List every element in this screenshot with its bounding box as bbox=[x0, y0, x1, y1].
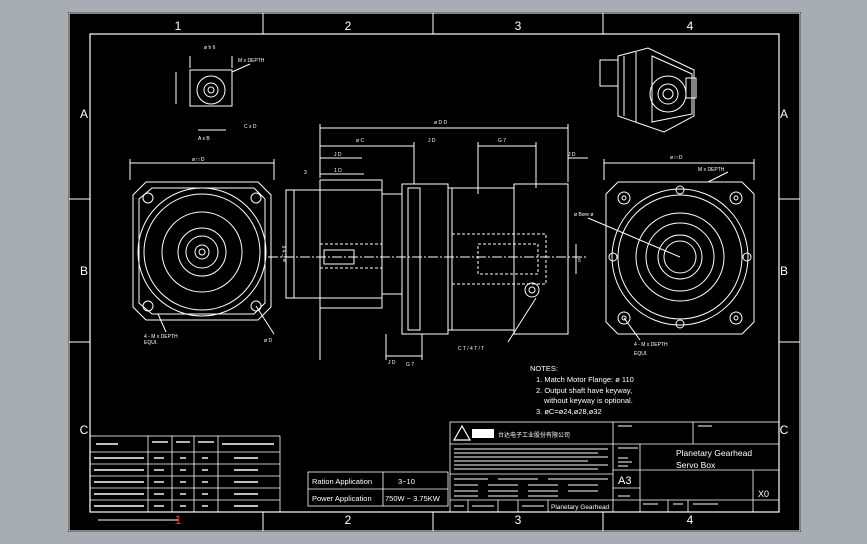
isometric-view bbox=[599, 47, 697, 133]
row-label-c-right: C bbox=[780, 423, 789, 437]
right-flange-dims: ø □ D M x DEPTH ø Bore ø 4 - M x DEPTH E… bbox=[574, 155, 725, 357]
svg-text:J D: J D bbox=[334, 152, 342, 158]
row-label-b-right: B bbox=[780, 264, 788, 278]
product-title-line1: Planetary Gearhead bbox=[676, 448, 752, 458]
svg-text:ø □ D: ø □ D bbox=[192, 157, 205, 163]
model-table bbox=[89, 435, 281, 513]
svg-text:C T / 4 T / T: C T / 4 T / T bbox=[458, 346, 484, 352]
left-flange-dims: ø □ D 4 - M x DEPTH EQUI. ø D bbox=[144, 157, 272, 346]
left-flange-view bbox=[129, 159, 275, 335]
top-shaft-view bbox=[175, 56, 251, 131]
center-side-view bbox=[268, 124, 588, 360]
note-line-3: without keyway is optional. bbox=[543, 396, 633, 405]
svg-text:1 D: 1 D bbox=[334, 168, 342, 174]
power-value: 750W ~ 3.75KW bbox=[385, 494, 441, 503]
notes-title: NOTES: bbox=[530, 364, 558, 373]
cad-drawing: 1 2 3 4 1 2 3 4 A B C A B C ø h 6 M x DE… bbox=[68, 12, 801, 532]
svg-text:J D: J D bbox=[428, 138, 436, 144]
row-label-a: A bbox=[80, 107, 88, 121]
svg-text:ø C h 6: ø C h 6 bbox=[282, 245, 288, 262]
svg-text:ø h 6: ø h 6 bbox=[204, 45, 216, 51]
right-flange-view bbox=[587, 159, 755, 341]
svg-text:J D: J D bbox=[568, 152, 576, 158]
delta-logo bbox=[452, 424, 494, 441]
row-label-c: C bbox=[80, 423, 89, 437]
sheet-size: A3 bbox=[618, 475, 631, 487]
svg-text:5: 5 bbox=[578, 258, 581, 264]
product-title-line2: Servo Box bbox=[676, 460, 716, 470]
col-label-4-bottom: 4 bbox=[687, 513, 694, 527]
svg-text:ø D D: ø D D bbox=[434, 120, 447, 126]
svg-text:M x DEPTH: M x DEPTH bbox=[238, 58, 265, 64]
power-label: Power Application bbox=[312, 494, 372, 503]
note-line-1: 1. Match Motor Flange: ø 110 bbox=[536, 375, 634, 384]
col-label-1-bottom: 1 bbox=[175, 513, 182, 527]
svg-text:A x B: A x B bbox=[198, 136, 210, 142]
svg-text:3: 3 bbox=[304, 170, 307, 176]
title-block bbox=[449, 421, 780, 513]
application-table bbox=[307, 471, 449, 507]
inner-border bbox=[89, 33, 780, 513]
col-label-2-bottom: 2 bbox=[345, 513, 352, 527]
svg-text:ø C: ø C bbox=[356, 138, 364, 144]
drawing-canvas: 1 2 3 4 1 2 3 4 A B C A B C ø h 6 M x DE… bbox=[68, 12, 801, 532]
row-label-a-right: A bbox=[780, 107, 788, 121]
svg-text:M x DEPTH: M x DEPTH bbox=[698, 167, 725, 173]
center-view-dims: ø D D ø C J D J D 1 D G 7 J D ø C h 6 3 … bbox=[282, 120, 581, 368]
top-view-dims: ø h 6 M x DEPTH A x B C x D bbox=[198, 45, 265, 142]
svg-text:ø D: ø D bbox=[264, 338, 272, 344]
col-label-1: 1 bbox=[175, 19, 182, 33]
svg-text:J D: J D bbox=[388, 360, 396, 366]
footer-name: Planetary Gearhead bbox=[551, 504, 610, 511]
svg-text:ø □ D: ø □ D bbox=[670, 155, 683, 161]
svg-text:ø Bore ø: ø Bore ø bbox=[574, 212, 593, 218]
note-line-2: 2. Output shaft have keyway, bbox=[536, 386, 632, 395]
outer-border bbox=[68, 12, 801, 532]
title-fine-print bbox=[98, 425, 718, 521]
row-label-b: B bbox=[80, 264, 88, 278]
svg-text:EQUI.: EQUI. bbox=[634, 351, 648, 357]
revision: X0 bbox=[758, 489, 769, 499]
note-line-4: 3. øC=ø24,ø28,ø32 bbox=[536, 407, 602, 416]
svg-text:G 7: G 7 bbox=[406, 362, 414, 368]
col-label-3: 3 bbox=[515, 19, 522, 33]
model-table-marks bbox=[94, 441, 274, 507]
svg-text:4 - M x DEPTH: 4 - M x DEPTH bbox=[634, 342, 668, 348]
col-label-2: 2 bbox=[345, 19, 352, 33]
svg-text:EQUI.: EQUI. bbox=[144, 340, 158, 346]
ratio-label: Ration Application bbox=[312, 477, 372, 486]
zone-ticks bbox=[69, 13, 800, 531]
notes-block: NOTES: 1. Match Motor Flange: ø 110 2. O… bbox=[530, 364, 634, 416]
svg-text:G 7: G 7 bbox=[498, 138, 506, 144]
col-label-3-bottom: 3 bbox=[515, 513, 522, 527]
svg-text:C x D: C x D bbox=[244, 124, 257, 130]
svg-text:4 - M x DEPTH: 4 - M x DEPTH bbox=[144, 334, 178, 340]
ratio-value: 3~10 bbox=[398, 477, 415, 486]
company-name-cn: 台达电子工业股份有限公司 bbox=[498, 431, 570, 439]
col-label-4: 4 bbox=[687, 19, 694, 33]
